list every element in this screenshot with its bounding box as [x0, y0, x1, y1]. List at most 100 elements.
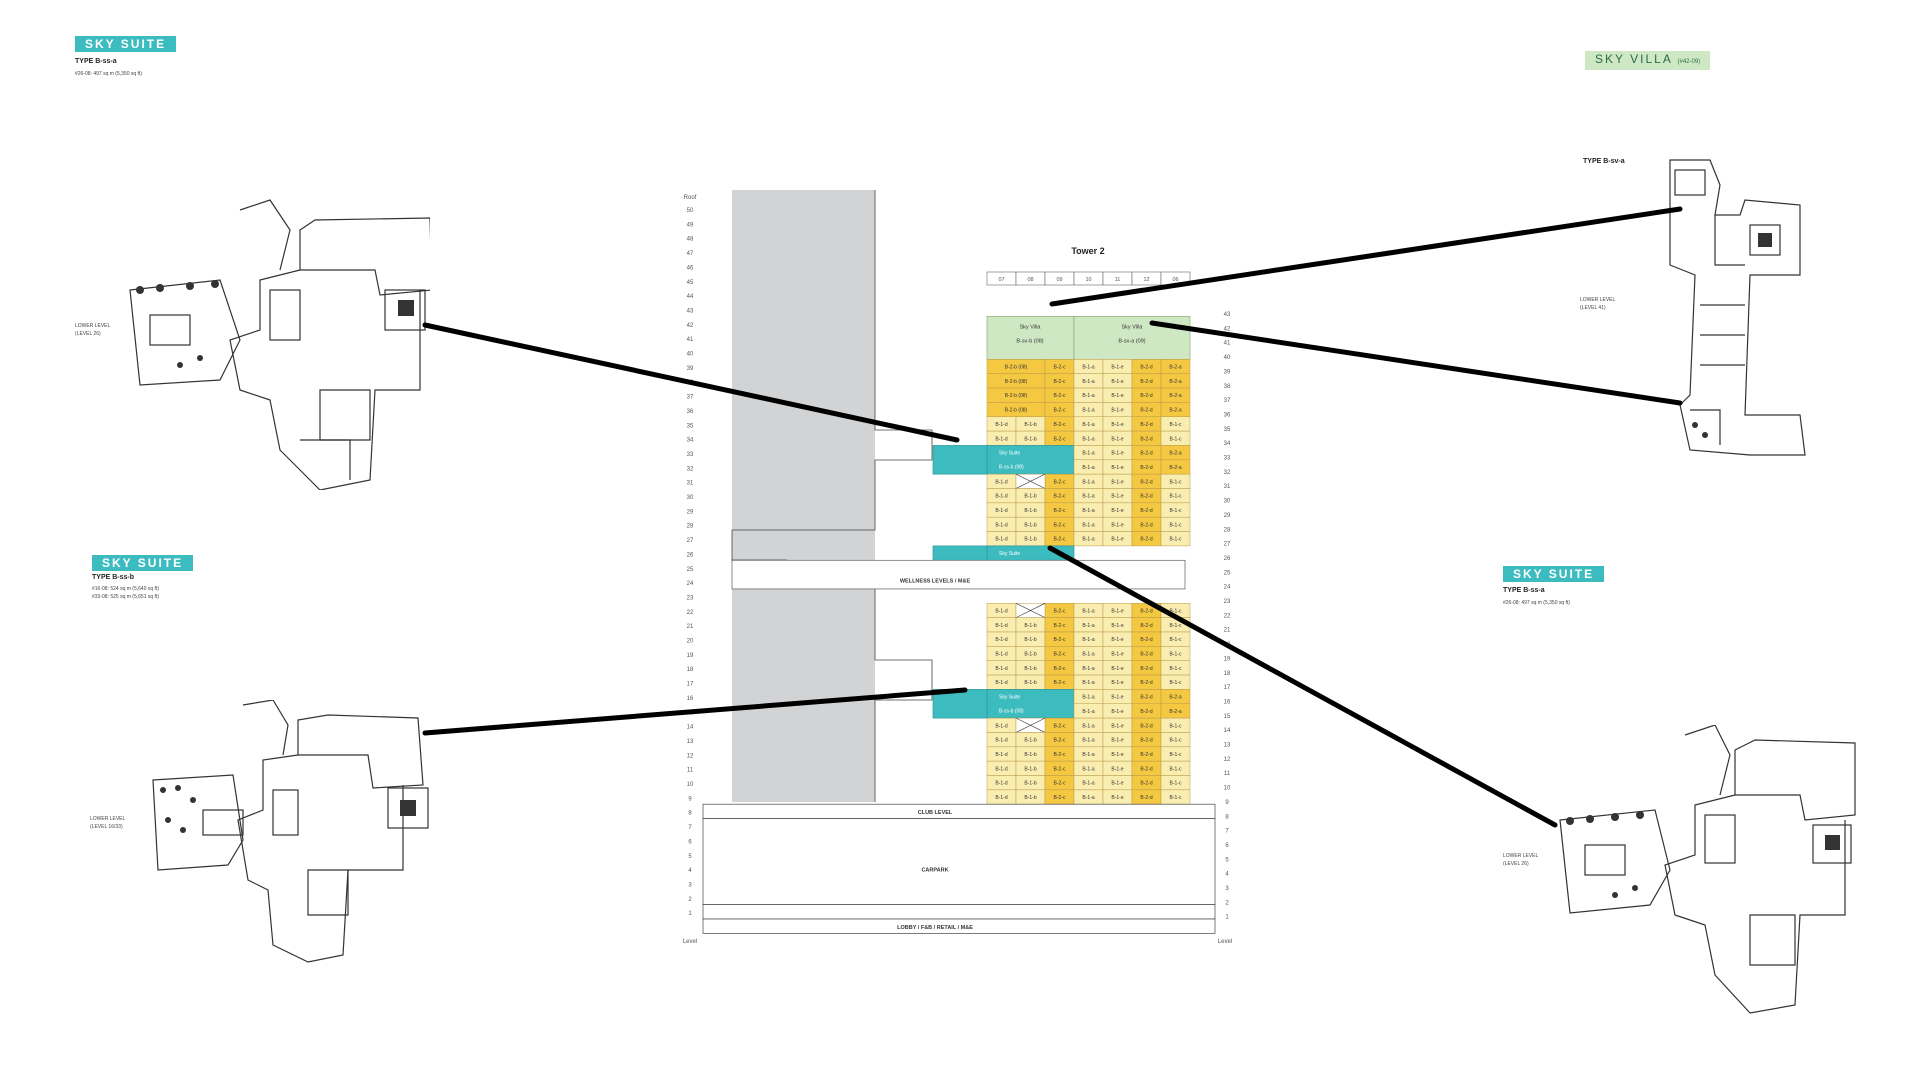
- unit-label: B-2-d: [1140, 379, 1152, 385]
- unit-label: B-1-a: [1082, 522, 1094, 528]
- unit-label: B-1-c: [1170, 723, 1182, 729]
- unit-label: B-2-d: [1140, 365, 1152, 371]
- unit-label: B-1-e: [1111, 752, 1123, 758]
- floor-number-left: 18: [687, 667, 694, 673]
- unit-label: B-1-e: [1111, 795, 1123, 801]
- stack-header-label: 07: [998, 277, 1004, 283]
- floor-number-left: 1: [688, 911, 692, 917]
- unit-label: B-1-b: [1024, 781, 1036, 787]
- floor-number-right: 24: [1224, 585, 1231, 591]
- unit-label: B-1-b: [1024, 623, 1036, 629]
- sky-villa-code: B-sv-a (09): [1118, 338, 1145, 344]
- unit-label: B-2-c: [1054, 766, 1066, 772]
- unit-label: B-1-e: [1111, 365, 1123, 371]
- unit-label: B-2-c: [1054, 408, 1066, 414]
- floor-number-right: 18: [1224, 671, 1231, 677]
- unit-label: B-1-a: [1082, 752, 1094, 758]
- unit-label: B-2-d: [1140, 637, 1152, 643]
- unit-label: B-1-c: [1170, 781, 1182, 787]
- unit-label: B-2-d: [1140, 494, 1152, 500]
- unit-label: B-1-d: [995, 436, 1007, 442]
- floor-number-left: 23: [687, 595, 694, 601]
- unit-label: B-1-c: [1170, 494, 1182, 500]
- unit-label: B-2-a: [1169, 379, 1181, 385]
- unit-label: B-1-a: [1082, 652, 1094, 658]
- lower-level-label-mid-right: LOWER LEVEL (LEVEL 26): [1503, 852, 1538, 868]
- level-footer-right: Level: [1218, 939, 1232, 945]
- floor-number-left: 50: [687, 208, 694, 214]
- unit-label: B-2-d: [1140, 623, 1152, 629]
- unit-label: B-2-d: [1140, 479, 1152, 485]
- unit-label: B-1-a: [1082, 766, 1094, 772]
- unit-label: B-2-d: [1140, 393, 1152, 399]
- floor-number-left: 41: [687, 337, 694, 343]
- connector-line: [422, 322, 960, 443]
- sky-suite-code: B-ss-b (08): [999, 464, 1024, 470]
- unit-label: B-1-e: [1111, 508, 1123, 514]
- floor-number-right: 21: [1224, 628, 1231, 634]
- unit-label: B-2-d: [1140, 608, 1152, 614]
- sky-suite-badge-top-left: SKY SUITE: [75, 36, 177, 52]
- roof-label: Roof: [684, 195, 697, 201]
- floor-number-left: 32: [687, 466, 694, 472]
- unit-label: B-2-d: [1140, 723, 1152, 729]
- carpark-label: CARPARK: [921, 868, 948, 874]
- unit-label: B-2-c: [1054, 723, 1066, 729]
- floor-number-right: 12: [1224, 757, 1231, 763]
- unit-label: B-1-e: [1111, 494, 1123, 500]
- unit-label: B-1-e: [1111, 608, 1123, 614]
- unit-label: B-2-d: [1140, 451, 1152, 457]
- unit-label: B-1-a: [1082, 494, 1094, 500]
- unit-label: B-1-b: [1024, 422, 1036, 428]
- void-cross-icon: [1015, 603, 1046, 618]
- floor-number-right: 15: [1224, 714, 1231, 720]
- unit-label: B-1-b: [1024, 680, 1036, 686]
- unit-label: B-2-b (08): [1005, 408, 1028, 414]
- wellness-band: [731, 559, 1186, 590]
- unit-cell: [1160, 531, 1191, 547]
- lower-level-label-level: (LEVEL 16/33): [90, 824, 123, 830]
- unit-label: B-1-e: [1111, 623, 1123, 629]
- floor-number-left: 16: [687, 696, 694, 702]
- unit-label: B-2-c: [1054, 436, 1066, 442]
- floor-number-right: 7: [1225, 829, 1229, 835]
- stack-header-label: 10: [1085, 277, 1091, 283]
- unit-label: B-1-d: [995, 666, 1007, 672]
- unit-label: B-1-d: [995, 479, 1007, 485]
- unit-label: B-1-d: [995, 680, 1007, 686]
- unit-label: B-2-a: [1169, 695, 1181, 701]
- floor-number-left: 10: [687, 782, 694, 788]
- sky-suite-block: [986, 445, 1075, 475]
- unit-label: B-1-a: [1082, 623, 1094, 629]
- sky-villa-name: Sky Villa: [1122, 324, 1144, 330]
- lower-level-label-text: LOWER LEVEL: [90, 816, 126, 822]
- floor-number-left: 31: [687, 481, 694, 487]
- floor-number-right: 1: [1225, 915, 1229, 921]
- unit-label: B-1-c: [1170, 522, 1182, 528]
- floor-number-left: 6: [688, 839, 692, 845]
- connector-line: [422, 687, 968, 736]
- floor-number-left: 22: [687, 610, 694, 616]
- floor-number-left: 35: [687, 423, 694, 429]
- floor-number-left: 29: [687, 509, 694, 515]
- unit-label: B-1-c: [1170, 623, 1182, 629]
- unit-label: B-2-d: [1140, 680, 1152, 686]
- unit-label: B-2-c: [1054, 365, 1066, 371]
- unit-label: B-2-c: [1054, 795, 1066, 801]
- unit-label: B-1-e: [1111, 637, 1123, 643]
- unit-label: B-1-e: [1111, 422, 1123, 428]
- unit-label: B-1-a: [1082, 666, 1094, 672]
- unit-label: B-2-a: [1169, 465, 1181, 471]
- unit-label: B-1-e: [1111, 537, 1123, 543]
- unit-label: B-1-a: [1082, 451, 1094, 457]
- unit-label: B-2-b (08): [1005, 393, 1028, 399]
- floor-number-left: 21: [687, 624, 694, 630]
- floor-number-left: 14: [687, 725, 694, 731]
- lower-level-label-top-right: LOWER LEVEL (LEVEL 41): [1580, 296, 1615, 312]
- unit-label: B-1-a: [1082, 365, 1094, 371]
- sky-villa-badge-top-right: SKY VILLA (#42-09): [1585, 51, 1711, 70]
- unit-label: B-2-d: [1140, 709, 1152, 715]
- unit-label: B-1-d: [995, 752, 1007, 758]
- floor-number-right: 25: [1224, 570, 1231, 576]
- floor-number-right: 30: [1224, 499, 1231, 505]
